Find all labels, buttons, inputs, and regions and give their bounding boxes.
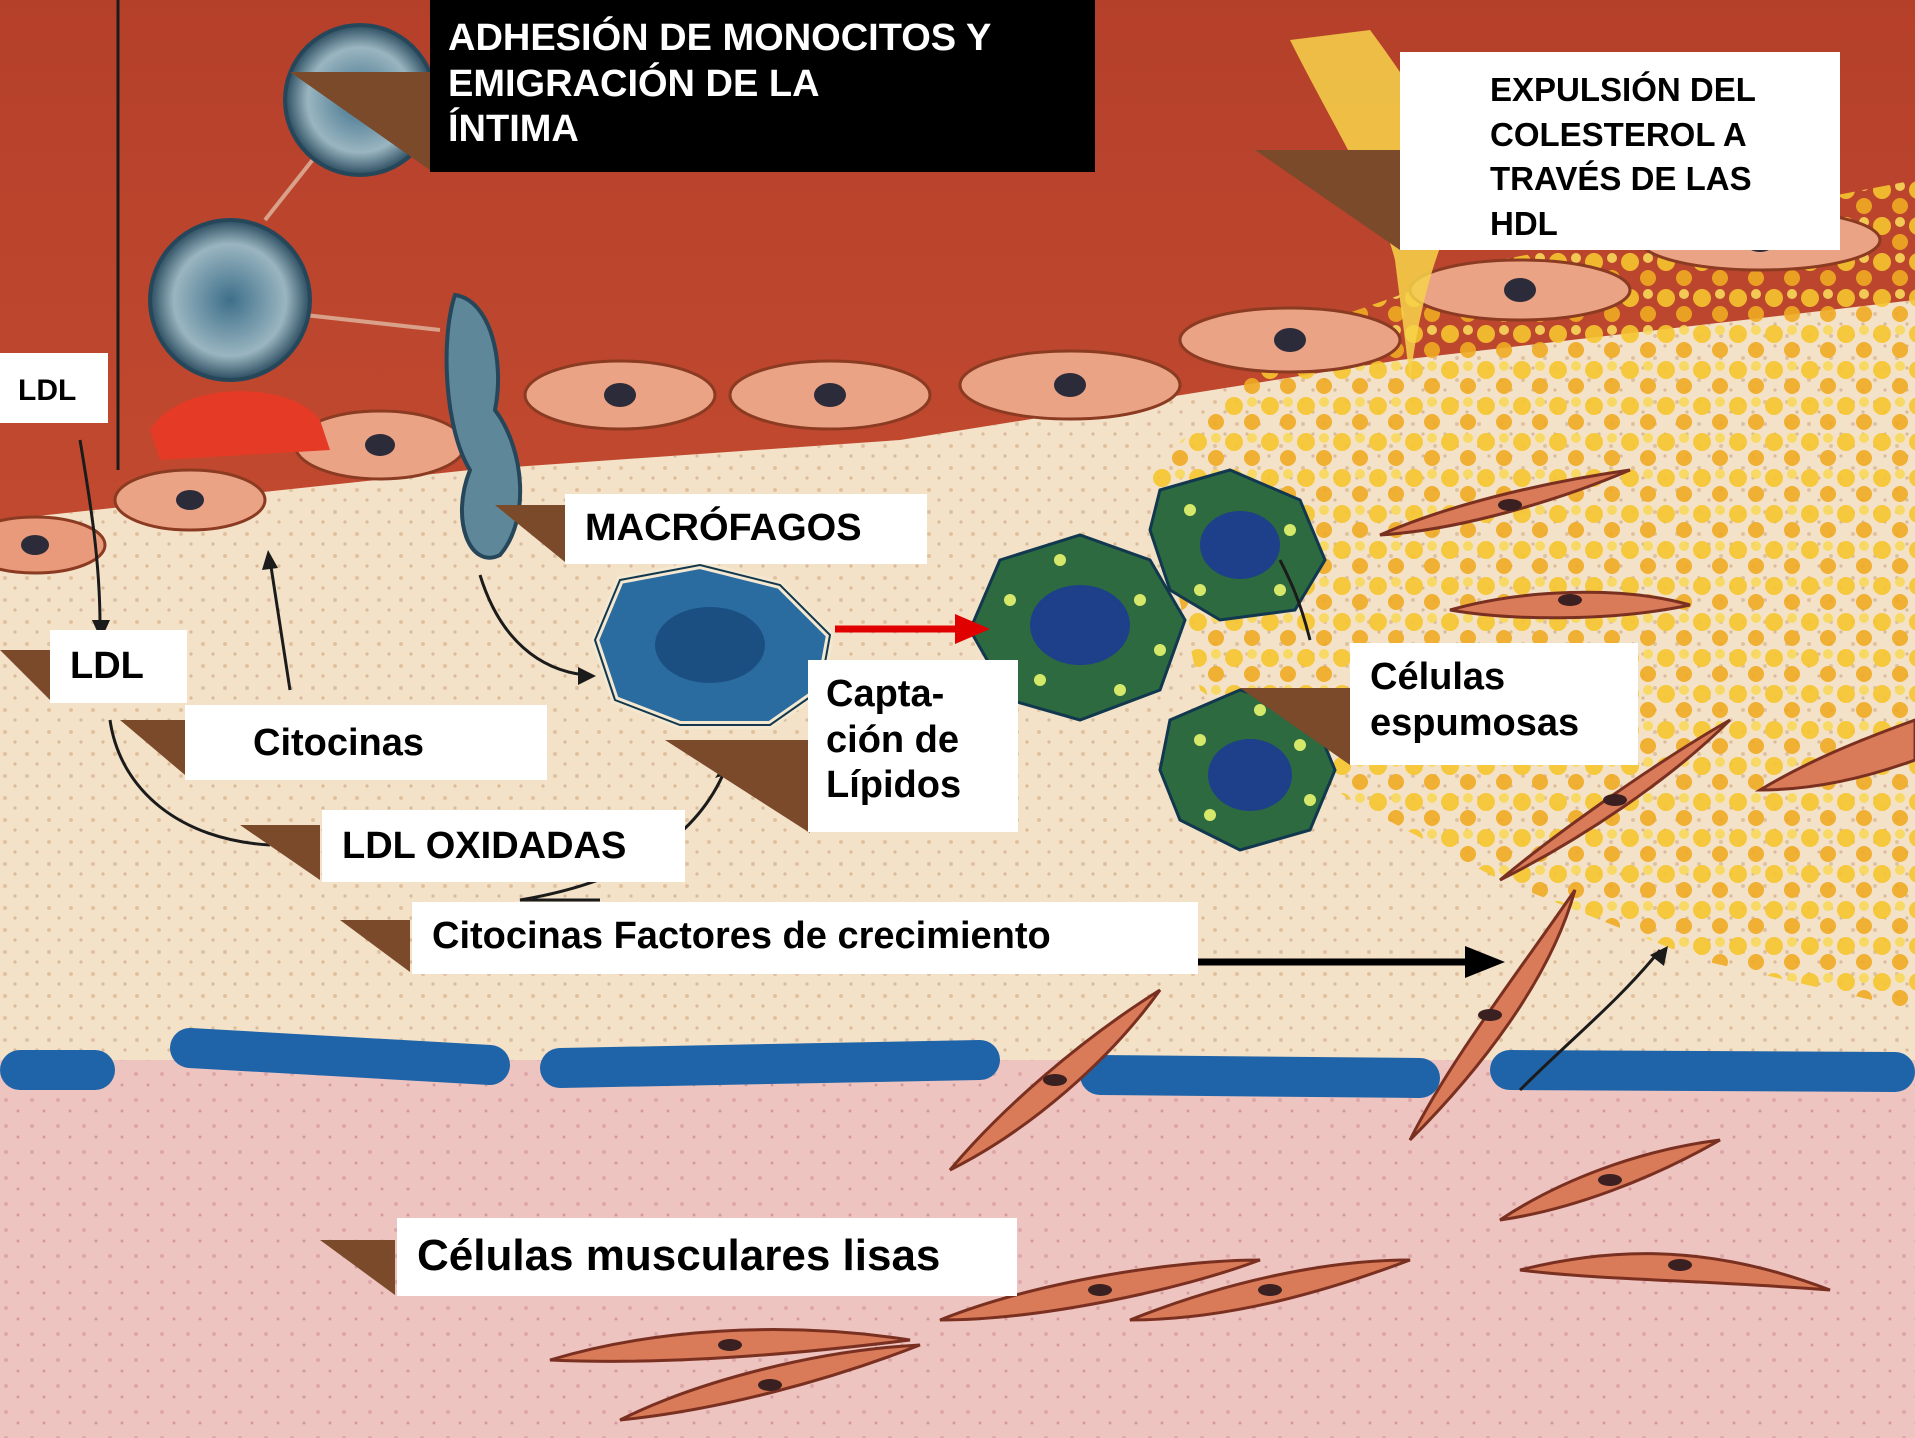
- hdl-label: EXPULSIÓN DEL COLESTEROL A TRAVÉS DE LAS…: [1400, 52, 1840, 250]
- celulas-musculares-label: Células musculares lisas: [397, 1218, 1017, 1296]
- ldl-oxidadas-label: LDL OXIDADAS: [322, 810, 685, 882]
- macrofagos-label: MACRÓFAGOS: [565, 494, 927, 564]
- ldl-label-mid: LDL: [50, 630, 187, 703]
- adhesion-label: ADHESIÓN DE MONOCITOS Y EMIGRACIÓN DE LA…: [430, 0, 1095, 172]
- captacion-lipidos-label: Capta- ción de Lípidos: [808, 660, 1018, 832]
- ldl-label-top: LDL: [0, 353, 108, 423]
- celulas-espumosas-label: Células espumosas: [1350, 643, 1638, 765]
- internal-elastic-lamina: [20, 1048, 1895, 1078]
- citocinas-label: Citocinas: [185, 705, 547, 780]
- citocinas-factores-label: Citocinas Factores de crecimiento: [412, 902, 1198, 974]
